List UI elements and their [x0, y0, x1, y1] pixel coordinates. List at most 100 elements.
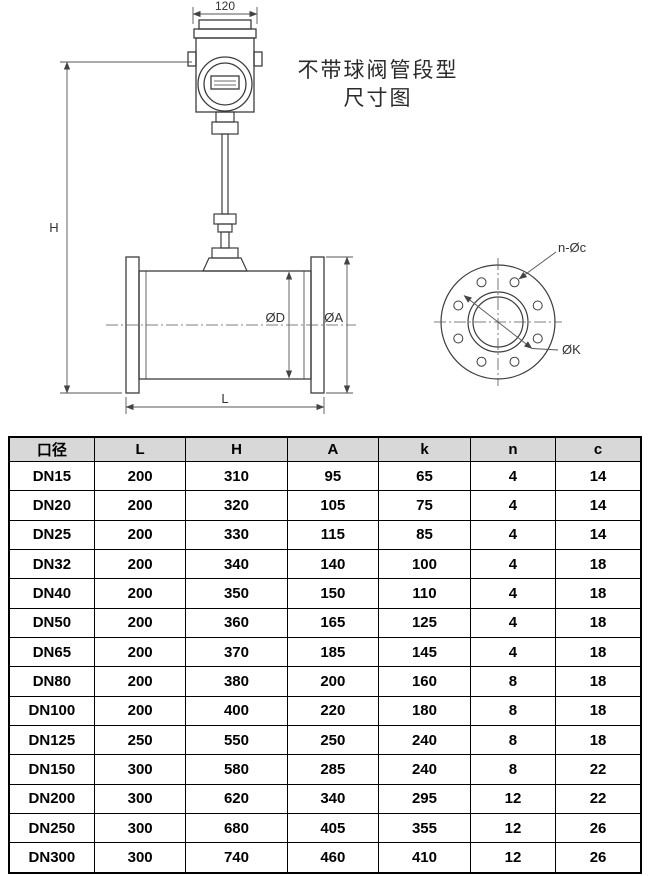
- value-cell: 22: [555, 754, 642, 785]
- value-cell: 145: [378, 636, 471, 668]
- dim-l-label: L: [221, 391, 228, 406]
- value-cell: 8: [469, 666, 557, 697]
- diameter-cell: DN65: [8, 636, 95, 668]
- value-cell: 4: [469, 460, 557, 492]
- value-cell: 285: [286, 754, 380, 785]
- value-cell: 8: [469, 754, 557, 785]
- value-cell: 200: [286, 666, 380, 697]
- value-cell: 26: [555, 842, 642, 874]
- diameter-cell: DN40: [8, 578, 95, 609]
- value-cell: 165: [286, 607, 380, 638]
- diameter-cell: DN15: [8, 460, 95, 492]
- value-cell: 4: [469, 636, 557, 668]
- value-cell: 370: [185, 636, 288, 668]
- value-cell: 18: [555, 578, 642, 609]
- value-cell: 12: [469, 812, 557, 844]
- lower-rod: [220, 231, 230, 249]
- value-cell: 360: [185, 607, 288, 638]
- value-cell: 150: [286, 578, 380, 609]
- value-cell: 250: [286, 724, 380, 756]
- bolt-circle-leader: [531, 348, 559, 351]
- flowmeter-drawing-svg: 120: [49, 0, 587, 414]
- value-cell: 4: [469, 490, 557, 521]
- value-cell: 18: [555, 724, 642, 756]
- drawing-title-line2: 尺寸图: [344, 87, 413, 110]
- value-cell: 200: [93, 490, 187, 521]
- value-cell: 4: [469, 578, 557, 609]
- table-header-cell: 口径: [8, 436, 95, 462]
- value-cell: 14: [555, 460, 642, 492]
- value-cell: 330: [185, 519, 288, 550]
- value-cell: 240: [378, 724, 471, 756]
- drawing-title-line1: 不带球阀管段型: [298, 59, 459, 82]
- value-cell: 140: [286, 548, 380, 580]
- head-cap: [198, 19, 252, 30]
- value-cell: 85: [378, 519, 471, 550]
- value-cell: 250: [93, 724, 187, 756]
- value-cell: 320: [185, 490, 288, 521]
- display-window: [203, 62, 247, 106]
- dim-h-label: H: [49, 220, 58, 235]
- value-cell: 18: [555, 695, 642, 726]
- value-cell: 105: [286, 490, 380, 521]
- value-cell: 4: [469, 607, 557, 638]
- value-cell: 310: [185, 460, 288, 492]
- value-cell: 12: [469, 783, 557, 814]
- value-cell: 8: [469, 724, 557, 756]
- value-cell: 240: [378, 754, 471, 785]
- value-cell: 355: [378, 812, 471, 844]
- value-cell: 180: [378, 695, 471, 726]
- value-cell: 200: [93, 460, 187, 492]
- value-cell: 295: [378, 783, 471, 814]
- value-cell: 400: [185, 695, 288, 726]
- head-right-lug: [253, 51, 263, 67]
- bolt-circle-label: ØK: [562, 342, 581, 357]
- diameter-cell: DN100: [8, 695, 95, 726]
- value-cell: 14: [555, 490, 642, 521]
- bolt-hole-label: n-Øc: [558, 240, 587, 255]
- value-cell: 4: [469, 519, 557, 550]
- hex-fitting: [213, 213, 237, 225]
- diameter-cell: DN50: [8, 607, 95, 638]
- diameter-cell: DN250: [8, 812, 95, 844]
- value-cell: 18: [555, 548, 642, 580]
- value-cell: 300: [93, 812, 187, 844]
- dimension-top-width: [192, 7, 258, 24]
- diameter-cell: DN25: [8, 519, 95, 550]
- head-cap-ring: [193, 28, 257, 39]
- transmitter-head: [187, 19, 263, 113]
- value-cell: 100: [378, 548, 471, 580]
- diameter-cell: DN200: [8, 783, 95, 814]
- dim-inner-dia-label: ØD: [266, 310, 286, 325]
- value-cell: 680: [185, 812, 288, 844]
- diameter-cell: DN20: [8, 490, 95, 521]
- dimension-height: [60, 61, 192, 394]
- value-cell: 460: [286, 842, 380, 874]
- value-cell: 14: [555, 519, 642, 550]
- stem-rod: [221, 133, 229, 215]
- value-cell: 300: [93, 783, 187, 814]
- value-cell: 405: [286, 812, 380, 844]
- neck: [215, 111, 235, 123]
- value-cell: 340: [286, 783, 380, 814]
- value-cell: 200: [93, 578, 187, 609]
- value-cell: 410: [378, 842, 471, 874]
- diameter-cell: DN80: [8, 666, 95, 697]
- diameter-cell: DN125: [8, 724, 95, 756]
- table-header-cell: H: [185, 436, 288, 462]
- head-left-lug: [187, 51, 197, 67]
- value-cell: 125: [378, 607, 471, 638]
- value-cell: 220: [286, 695, 380, 726]
- table-header-cell: L: [93, 436, 187, 462]
